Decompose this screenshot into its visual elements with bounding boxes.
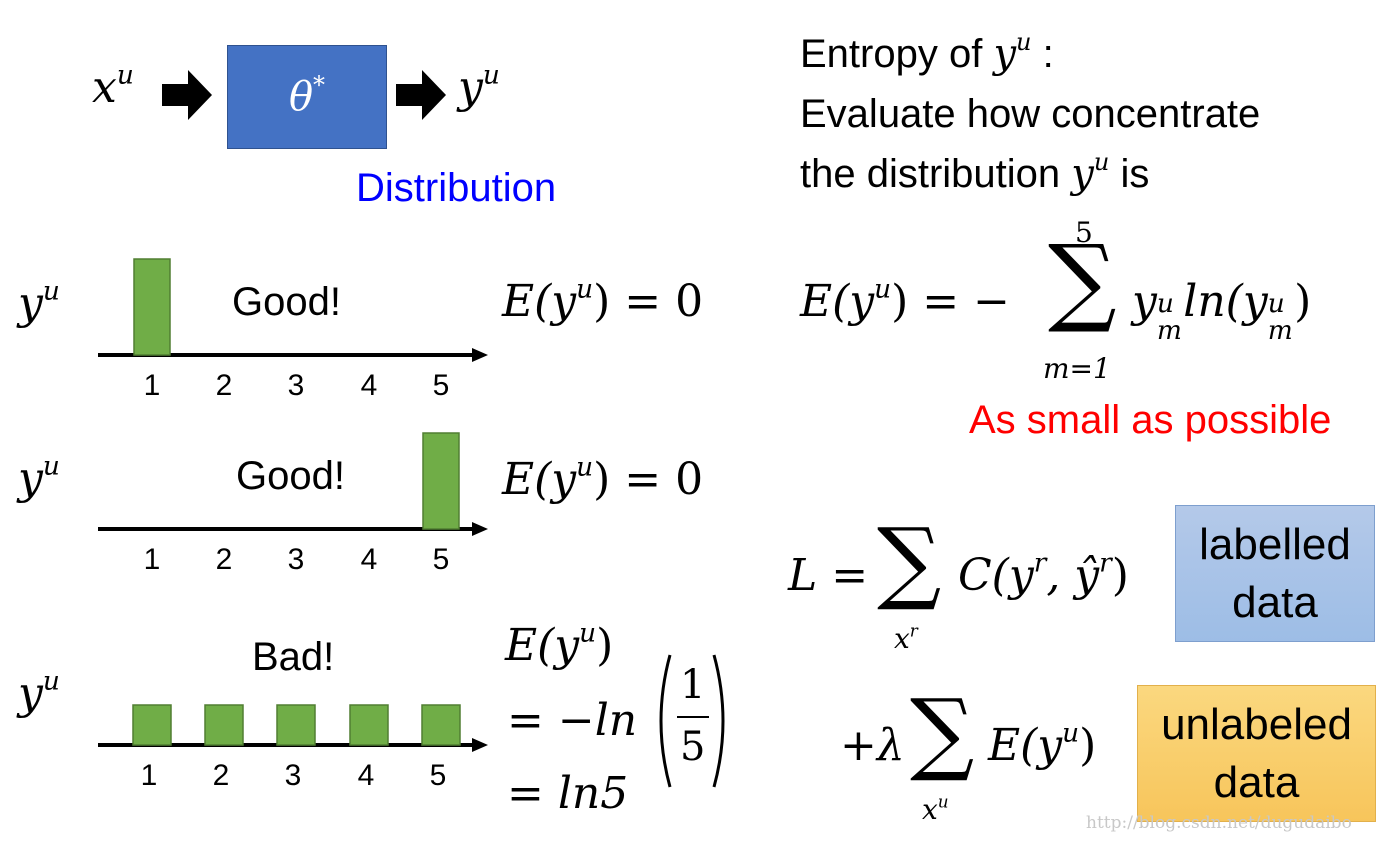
chart1-axis-arrowhead (472, 348, 488, 362)
unlabeled-line2: data (1213, 757, 1300, 807)
sigma-icon: ∑ (877, 509, 942, 614)
chart3-tick-3: 3 (285, 759, 302, 792)
entropy-value-3-line2: = −ln (507, 695, 638, 746)
chart1-tick-5: 5 (433, 369, 450, 402)
chart3-label: Bad! (252, 635, 335, 679)
entropy-value-3-line3: = ln5 (507, 768, 629, 819)
chart1-bar-1 (133, 258, 171, 356)
entropy-heading-line1: Entropy of yu : (800, 28, 1054, 77)
loss-plus-lambda: +λ (840, 720, 905, 771)
sum-upper-limit: 5 (1075, 216, 1093, 249)
chart3-axis-arrowhead (472, 738, 488, 752)
unlabeled-line1: unlabeled (1161, 700, 1352, 750)
chart3-ylabel: yu (18, 665, 60, 719)
chart3-tick-2: 2 (213, 759, 230, 792)
loss-sum1-lower: xr (894, 620, 918, 655)
chart2-ylabel: yu (18, 450, 60, 504)
distribution-charts: 1 2 3 4 5 1 2 3 4 5 1 2 3 4 5 (98, 258, 488, 792)
chart1-tick-3: 3 (288, 369, 305, 402)
labelled-data-tag: labelled data (1175, 505, 1375, 642)
small-as-possible-note: As small as possible (969, 398, 1332, 442)
entropy-value-2: E(yu) = 0 (502, 451, 704, 505)
entropy-heading: Entropy of yu : Evaluate how concentrate… (800, 24, 1260, 204)
chart2-bar-5 (422, 432, 460, 530)
chart1-tick-1: 1 (144, 369, 161, 402)
chart3-bar-2 (204, 704, 244, 746)
sigma-icon: ∑ (1048, 224, 1117, 336)
chart2-tick-1: 1 (144, 543, 161, 576)
model-box: θ* (227, 45, 387, 149)
chart3-bar-3 (276, 704, 316, 746)
labelled-line2: data (1232, 577, 1318, 627)
arrow-right-icon (162, 70, 212, 120)
sum-lower-limit: m=1 (1043, 352, 1111, 385)
sigma-icon: ∑ (910, 680, 975, 785)
chart2-tick-2: 2 (216, 543, 233, 576)
fraction-bar (677, 716, 709, 718)
loss-term2: E(yu) (988, 717, 1097, 771)
entropy-value-1: E(yu) = 0 (502, 273, 704, 327)
entropy-heading-line2: Evaluate how concentrate (800, 92, 1261, 136)
output-yu: yu (458, 59, 500, 113)
chart2-axis-arrowhead (472, 522, 488, 536)
arrow-right-icon (396, 70, 446, 120)
chart3-bar-5 (421, 704, 461, 746)
loss-term1: C(yr, ŷr) (958, 547, 1129, 601)
entropy-formula-lhs: E(yu) = − (800, 273, 1011, 327)
entropy-value-3-line1: E(yu) (505, 617, 614, 671)
fraction-numerator: 1 (680, 662, 706, 708)
chart3-tick-4: 4 (358, 759, 375, 792)
chart1-ylabel: yu (18, 275, 60, 329)
chart3-tick-5: 5 (430, 759, 447, 792)
chart2-tick-5: 5 (433, 543, 450, 576)
chart3-tick-1: 1 (141, 759, 158, 792)
paren-right (712, 654, 725, 788)
chart1-label: Good! (232, 280, 341, 324)
distribution-label: Distribution (356, 166, 557, 210)
chart1-tick-2: 2 (216, 369, 233, 402)
paren-left (659, 654, 672, 788)
input-xu: xu (92, 59, 134, 113)
unlabeled-data-tag: unlabeled data (1137, 685, 1376, 822)
labelled-line1: labelled (1199, 520, 1351, 570)
entropy-heading-line3: the distribution yu is (800, 148, 1150, 197)
loss-lhs: L = (788, 550, 869, 601)
chart3-bar-4 (349, 704, 389, 746)
chart2-tick-4: 4 (361, 543, 378, 576)
loss-sum2-lower: xu (922, 791, 949, 826)
chart1-tick-4: 4 (361, 369, 378, 402)
chart2-tick-3: 3 (288, 543, 305, 576)
watermark: http://blog.csdn.net/dugudaibo (1086, 813, 1352, 833)
chart3-bar-1 (132, 704, 172, 746)
model-theta: θ* (288, 71, 326, 120)
fraction-denominator: 5 (680, 724, 706, 770)
chart2-label: Good! (236, 454, 345, 498)
